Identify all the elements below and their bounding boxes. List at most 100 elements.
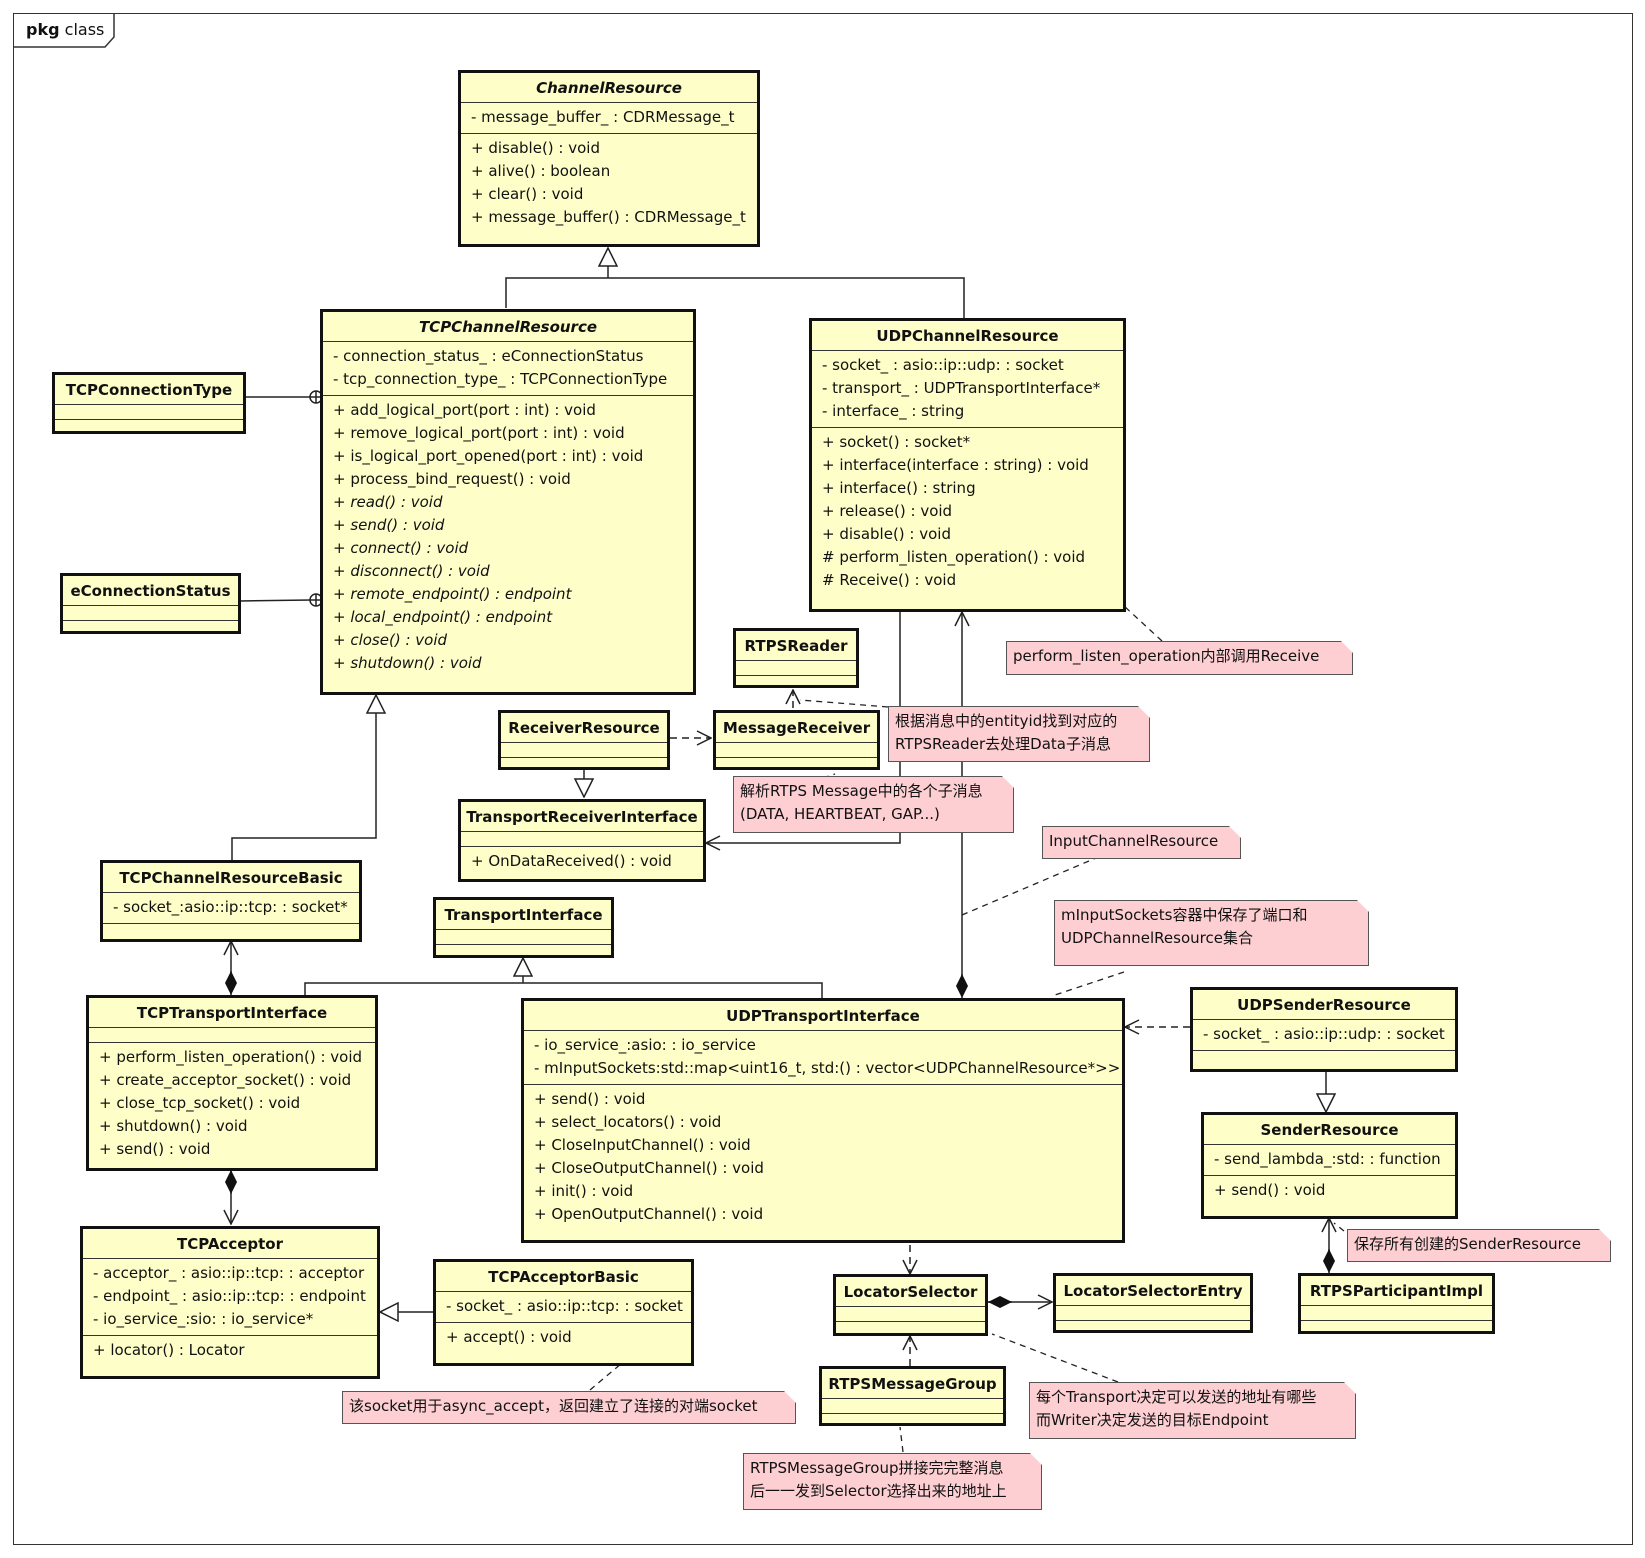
attributes: - socket_:asio::ip::tcp: : socket*: [103, 893, 359, 924]
class-rtps-reader[interactable]: RTPSReader: [733, 628, 859, 688]
operations: [103, 924, 359, 938]
operation: + interface(interface : string) : void: [822, 456, 1089, 474]
operation: + alive() : boolean: [471, 162, 611, 180]
operations: + add_logical_port(port : int) : void + …: [323, 396, 693, 679]
operation: + send() : void: [534, 1090, 646, 1108]
attributes: [89, 1028, 375, 1043]
class-name: UDPChannelResource: [812, 321, 1123, 351]
abstract-operation: + local_endpoint() : endpoint: [333, 608, 553, 626]
attributes: [461, 832, 703, 847]
class-locator-selector-entry[interactable]: LocatorSelectorEntry: [1053, 1273, 1253, 1333]
operation: + interface() : string: [822, 479, 976, 497]
operations: [1193, 1051, 1455, 1065]
class-message-receiver[interactable]: MessageReceiver: [713, 710, 880, 770]
attributes: [836, 1307, 985, 1322]
operations: [736, 676, 856, 690]
note-message-group: RTPSMessageGroup拼接完完整消息 后一一发到Selector选择出…: [743, 1453, 1042, 1510]
attributes: - acceptor_ : asio::ip::tcp: : acceptor …: [83, 1259, 377, 1336]
operation: + select_locators() : void: [534, 1113, 722, 1131]
operations: + send() : void: [1204, 1176, 1455, 1206]
class-rtps-participant-impl[interactable]: RTPSParticipantImpl: [1298, 1273, 1495, 1334]
attribute: - socket_ : asio::ip::tcp: : socket: [446, 1297, 683, 1315]
class-transport-interface[interactable]: TransportInterface: [433, 897, 614, 958]
attribute: - message_buffer_ : CDRMessage_t: [471, 108, 735, 126]
attributes: [63, 606, 238, 621]
package-keyword: pkg: [26, 20, 60, 39]
class-receiver-resource[interactable]: ReceiverResource: [498, 710, 670, 770]
attributes: [716, 743, 877, 758]
attributes: - socket_ : asio::ip::udp: : socket: [1193, 1020, 1455, 1051]
gen-tcp-basic: [231, 695, 376, 860]
attributes: - socket_ : asio::ip::tcp: : socket: [436, 1292, 691, 1323]
attributes: - send_lambda_:std: : function: [1204, 1145, 1455, 1176]
class-name: UDPSenderResource: [1193, 990, 1455, 1020]
class-name: LocatorSelector: [836, 1277, 985, 1307]
class-locator-selector[interactable]: LocatorSelector: [833, 1274, 988, 1336]
abstract-operation: + read() : void: [333, 493, 443, 511]
operations: + perform_listen_operation() : void + cr…: [89, 1043, 375, 1165]
operation: + CloseInputChannel() : void: [534, 1136, 751, 1154]
abstract-operation: + disconnect() : void: [333, 562, 490, 580]
operation: + shutdown() : void: [99, 1117, 248, 1135]
operation: # perform_listen_operation() : void: [822, 548, 1086, 566]
gen-tcp-channel: [505, 277, 965, 318]
operation: + send() : void: [99, 1140, 211, 1158]
attribute: - socket_ : asio::ip::udp: : socket: [1203, 1025, 1445, 1043]
operations: [63, 621, 238, 635]
attributes: - connection_status_ : eConnectionStatus…: [323, 342, 693, 396]
attributes: - message_buffer_ : CDRMessage_t: [461, 103, 757, 134]
class-channel-resource[interactable]: ChannelResource - message_buffer_ : CDRM…: [458, 70, 760, 247]
attributes: [736, 661, 856, 676]
class-sender-resource[interactable]: SenderResource - send_lambda_:std: : fun…: [1201, 1112, 1458, 1219]
operations: + accept() : void: [436, 1323, 691, 1353]
class-tcp-channel-resource[interactable]: TCPChannelResource - connection_status_ …: [320, 309, 696, 695]
operation: + add_logical_port(port : int) : void: [333, 401, 596, 419]
assoc-udp-receiver: [706, 612, 901, 843]
class-tcp-acceptor[interactable]: TCPAcceptor - acceptor_ : asio::ip::tcp:…: [80, 1226, 380, 1379]
class-name: ReceiverResource: [501, 713, 667, 743]
attribute: - io_service_:asio: : io_service: [534, 1036, 756, 1054]
operation: + release() : void: [822, 502, 953, 520]
operation: + message_buffer() : CDRMessage_t: [471, 208, 746, 226]
attributes: - io_service_:asio: : io_service - mInpu…: [524, 1031, 1122, 1085]
class-tcp-acceptor-basic[interactable]: TCPAcceptorBasic - socket_ : asio::ip::t…: [433, 1259, 694, 1366]
note-parse-rtps: 解析RTPS Message中的各个子消息 (DATA, HEARTBEAT, …: [733, 776, 1014, 833]
class-tcp-connection-type[interactable]: TCPConnectionType: [52, 372, 246, 434]
operation: + perform_listen_operation() : void: [99, 1048, 363, 1066]
class-name: RTPSMessageGroup: [822, 1369, 1003, 1399]
attribute: - socket_ : asio::ip::udp: : socket: [822, 356, 1064, 374]
class-e-connection-status[interactable]: eConnectionStatus: [60, 573, 241, 634]
class-name: TCPConnectionType: [55, 375, 243, 405]
note-save-sender: 保存所有创建的SenderResource: [1347, 1229, 1611, 1262]
attribute: - io_service_:sio: : io_service*: [93, 1310, 314, 1328]
attributes: [436, 930, 611, 945]
class-udp-transport-interface[interactable]: UDPTransportInterface - io_service_:asio…: [521, 998, 1125, 1243]
attributes: [1301, 1306, 1492, 1321]
operations: [836, 1322, 985, 1336]
note-transport-writer: 每个Transport决定可以发送的地址有哪些 而Writer决定发送的目标En…: [1029, 1382, 1356, 1439]
class-tcp-channel-resource-basic[interactable]: TCPChannelResourceBasic - socket_:asio::…: [100, 860, 362, 942]
operations: [55, 420, 243, 434]
attribute: - mInputSockets:std::map<uint16_t, std:(…: [534, 1059, 1121, 1077]
class-name: LocatorSelectorEntry: [1056, 1276, 1250, 1306]
package-tab-border: [13, 13, 115, 48]
attributes: [55, 405, 243, 420]
operation: + process_bind_request() : void: [333, 470, 571, 488]
operation: + disable() : void: [471, 139, 600, 157]
class-udp-sender-resource[interactable]: UDPSenderResource - socket_ : asio::ip::…: [1190, 987, 1458, 1072]
operations: [1056, 1321, 1250, 1335]
class-name: RTPSParticipantImpl: [1301, 1276, 1492, 1306]
operations: [1301, 1321, 1492, 1335]
class-transport-receiver-interface[interactable]: TransportReceiverInterface + OnDataRecei…: [458, 799, 706, 882]
class-name: TCPChannelResourceBasic: [103, 863, 359, 893]
attribute: - send_lambda_:std: : function: [1214, 1150, 1441, 1168]
abstract-operation: + close() : void: [333, 631, 448, 649]
class-tcp-transport-interface[interactable]: TCPTransportInterface + perform_listen_o…: [86, 995, 378, 1171]
class-rtps-message-group[interactable]: RTPSMessageGroup: [819, 1366, 1006, 1426]
note-perform-listen: perform_listen_operation内部调用Receive: [1006, 641, 1353, 675]
operations: + locator() : Locator: [83, 1336, 377, 1366]
abstract-operation: + send() : void: [333, 516, 445, 534]
class-name: TCPChannelResource: [323, 312, 693, 342]
class-udp-channel-resource[interactable]: UDPChannelResource - socket_ : asio::ip:…: [809, 318, 1126, 612]
note-input-channel: InputChannelResource: [1042, 826, 1241, 859]
